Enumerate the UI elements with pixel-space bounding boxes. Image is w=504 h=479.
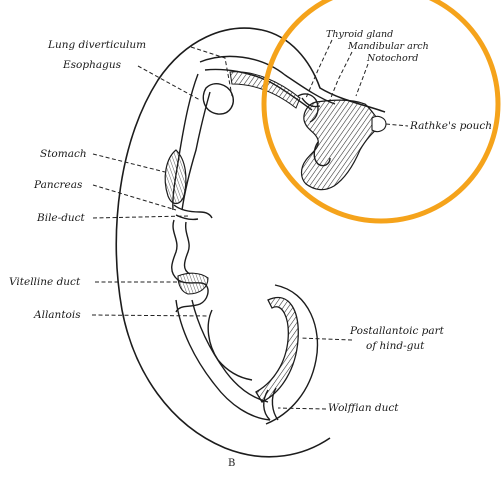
leader-rathkes-pouch [386, 124, 408, 126]
gut-dorsal-wall [182, 70, 312, 211]
label-lung-diverticulum: Lung diverticulum [47, 39, 146, 51]
label-notochord: Notochord [366, 53, 418, 64]
label-postallantoic-line1: Postallantoic part [349, 325, 445, 337]
allantois-shape [208, 310, 252, 380]
pancreas-bileduct-shape [174, 205, 212, 219]
leader-allantois [92, 315, 210, 316]
leader-wolffian-duct [278, 408, 326, 409]
leader-postallantoic [300, 338, 352, 340]
head-region-hatch [302, 100, 383, 190]
panel-letter: B [228, 458, 235, 469]
label-vitelline-duct: Vitelline duct [9, 276, 81, 288]
rathkes-pouch-shape [372, 116, 386, 131]
leader-pancreas [93, 185, 176, 210]
leader-lung-diverticulum [191, 47, 232, 96]
leader-notochord [356, 64, 368, 96]
leader-thyroid-gland [306, 40, 332, 98]
leader-esophagus [138, 66, 200, 100]
label-stomach: Stomach [40, 148, 87, 160]
leader-mandibular-arch [330, 52, 352, 100]
label-allantois: Allantois [33, 309, 81, 321]
label-wolffian-duct: Wolffian duct [328, 402, 399, 414]
label-postallantoic-line2: of hind-gut [366, 340, 425, 352]
embryo-outer-outline [116, 28, 330, 457]
intestine-inner-wall [185, 222, 191, 274]
postallantoic-hindgut-shape [256, 298, 298, 402]
label-mandibular-arch: Mandibular arch [347, 41, 429, 52]
label-thyroid-gland: Thyroid gland [326, 29, 393, 40]
leader-stomach [93, 154, 165, 172]
hindgut-wall [176, 300, 270, 420]
stomach-shape [165, 150, 186, 204]
intestine-wall [172, 220, 208, 312]
vitelline-duct-shape [178, 273, 208, 294]
hindgut-inner-wall [192, 300, 268, 402]
label-bile-duct: Bile-duct [36, 212, 86, 224]
label-rathkes-pouch: Rathke's pouch [409, 120, 492, 132]
label-pancreas: Pancreas [33, 179, 83, 191]
leader-bile-duct [93, 216, 188, 218]
label-esophagus: Esophagus [62, 59, 122, 71]
